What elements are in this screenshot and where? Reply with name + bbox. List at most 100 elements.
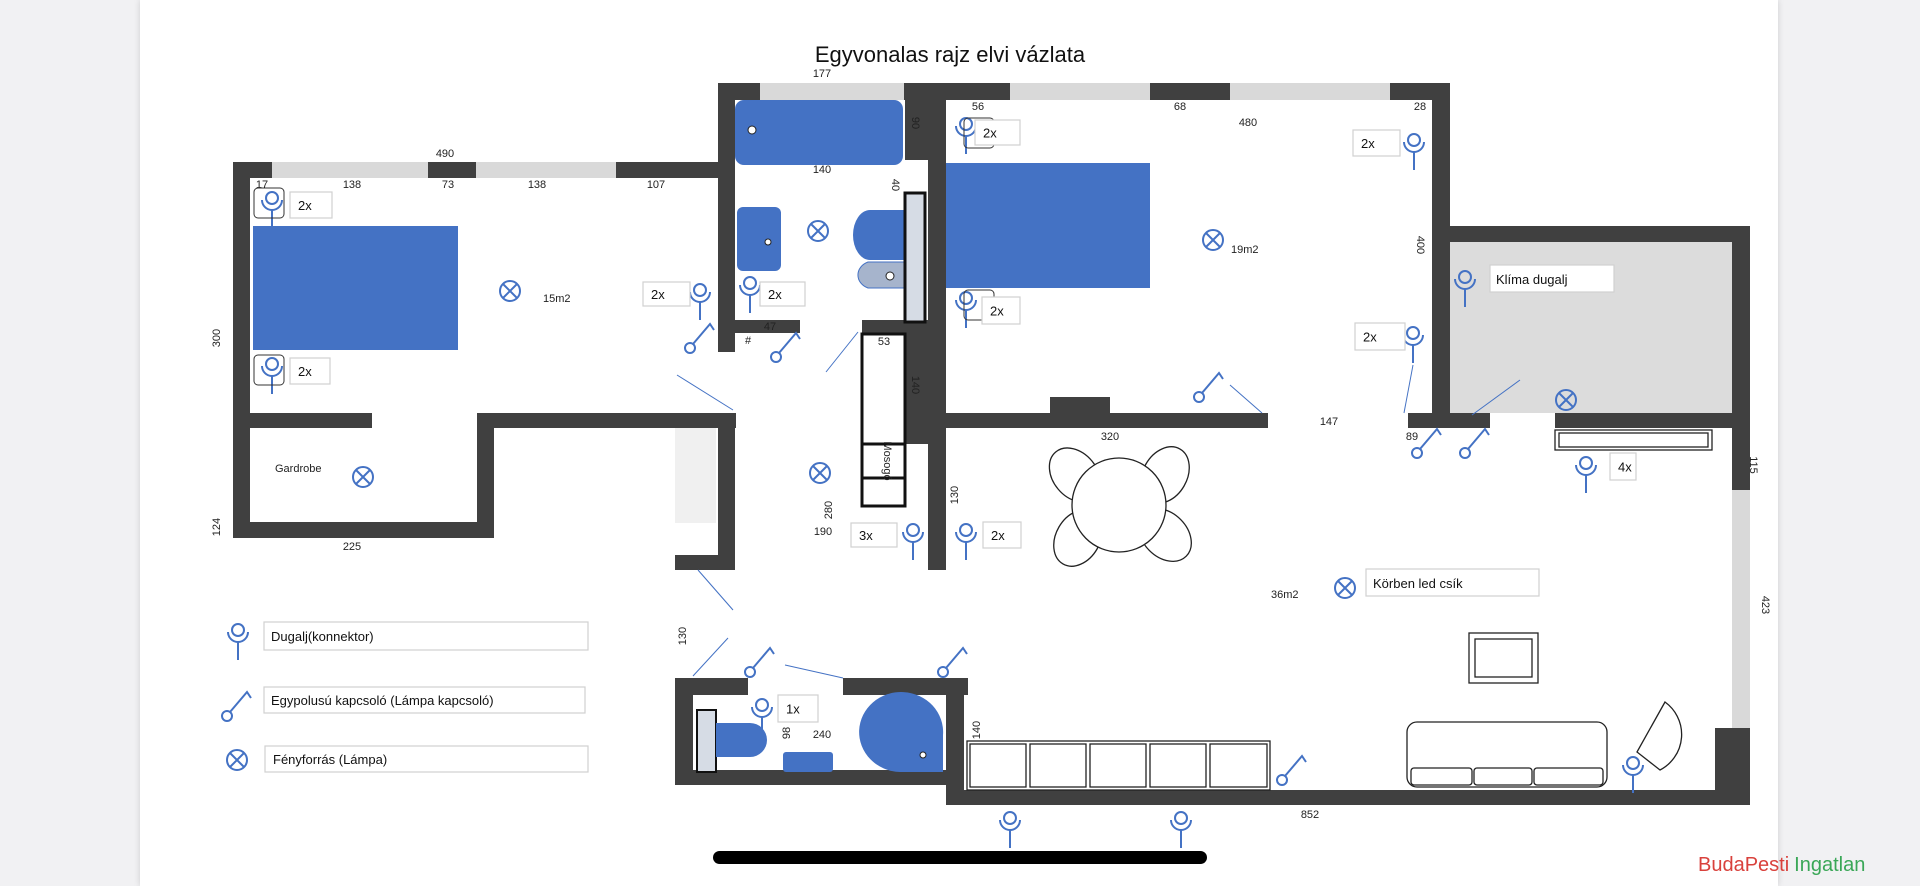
door-lines <box>676 331 1521 679</box>
socket-icon <box>1170 811 1192 848</box>
socket-icon <box>227 623 249 660</box>
dimension-label: 177 <box>813 68 831 80</box>
round-shower <box>859 692 944 772</box>
plan-title: Egyvonalas rajz elvi vázlata <box>815 42 1086 67</box>
dimension-label: 300 <box>211 329 223 347</box>
dimension-label: 115 <box>1747 456 1759 474</box>
socket-icon <box>999 811 1021 848</box>
dimension-label: 56 <box>972 101 984 113</box>
dimension-label: 225 <box>343 541 361 553</box>
socket-count: 1x <box>786 702 800 717</box>
window <box>272 162 428 178</box>
dimension-label: 852 <box>1301 809 1319 821</box>
bed-right <box>946 163 1150 288</box>
window <box>1010 83 1150 100</box>
socket-count: 2x <box>298 364 312 379</box>
dimension-label: 47 <box>764 321 776 333</box>
dimension-label: 240 <box>813 729 831 741</box>
socket-icon <box>902 523 924 560</box>
switch-icon <box>770 331 801 363</box>
bidet <box>857 261 906 289</box>
legend-lamp-label: Fényforrás (Lámpa) <box>273 752 387 767</box>
count-box <box>1352 129 1401 157</box>
socket-count: 2x <box>1361 136 1375 151</box>
dimension-label: 28 <box>1414 101 1426 113</box>
socket-count: 2x <box>298 198 312 213</box>
window <box>1732 490 1750 728</box>
dimension-label: # <box>745 335 752 347</box>
dimension-label: 490 <box>436 148 454 160</box>
switch-icon <box>1193 371 1224 403</box>
switch-icon <box>1411 427 1442 459</box>
socket-count: 2x <box>1363 330 1377 345</box>
socket-icon <box>1622 756 1644 793</box>
count-box <box>759 281 806 307</box>
klima-note-box <box>1489 264 1615 293</box>
dimension-label: 89 <box>1406 431 1418 443</box>
lamp-icon <box>807 220 829 242</box>
dimension-label: 138 <box>528 179 546 191</box>
dimension-label: 320 <box>1101 431 1119 443</box>
socket-icon <box>689 283 711 320</box>
window <box>476 162 616 178</box>
switch-icon <box>937 646 968 678</box>
lamp-icon <box>1202 229 1224 251</box>
socket-count: 2x <box>768 287 782 302</box>
socket-frame <box>253 354 285 386</box>
switch-icon <box>684 322 715 354</box>
dimension-label: 423 <box>1759 596 1771 614</box>
socket-frame <box>253 187 285 219</box>
dimension-label: 140 <box>909 376 921 394</box>
dimension-label: 147 <box>1320 416 1338 428</box>
socket-icon <box>739 276 761 313</box>
socket-icon <box>955 291 977 328</box>
socket-icon <box>261 357 283 394</box>
lamp-icon <box>352 466 374 488</box>
dimension-label: 130 <box>677 627 689 645</box>
scrollbar[interactable] <box>713 851 1207 864</box>
switch-icon <box>1459 427 1490 459</box>
lamp-icon <box>1334 577 1356 599</box>
dimension-label: 190 <box>814 526 832 538</box>
count-box <box>289 191 333 219</box>
socket-icon <box>751 698 773 735</box>
lamp-icon <box>226 749 248 771</box>
dimension-label: 73 <box>442 179 454 191</box>
dimension-label: 130 <box>949 486 961 504</box>
count-box <box>982 521 1022 549</box>
area-bedroom-left: 15m2 <box>543 293 571 305</box>
count-box <box>777 694 819 723</box>
furniture: Mosogó <box>253 100 1713 791</box>
window <box>1230 83 1390 100</box>
socket-count: 3x <box>859 528 873 543</box>
area-living: 36m2 <box>1271 589 1299 601</box>
wc-cabinet <box>696 709 717 773</box>
kitchen-cabinets <box>966 740 1271 791</box>
led-note-box <box>1365 568 1540 597</box>
toilet <box>853 210 905 260</box>
gardrobe-label: Gardrobe <box>275 463 321 475</box>
dimension-label: 53 <box>878 336 890 348</box>
lamp-icon <box>809 462 831 484</box>
count-box <box>289 357 331 385</box>
legend-switch-label: Egypolusú kapcsoló (Lámpa kapcsoló) <box>271 693 494 708</box>
dimension-label: 124 <box>211 518 223 536</box>
dining-table <box>1048 446 1192 567</box>
lamp-icon <box>1555 389 1577 411</box>
socket-icon <box>1454 270 1476 307</box>
socket-count: 2x <box>991 528 1005 543</box>
legend-socket-label: Dugalj(konnektor) <box>271 629 374 644</box>
dimension-label: 107 <box>647 179 665 191</box>
tall-cabinet <box>903 191 927 324</box>
count-box <box>974 119 1021 146</box>
dimension-label: 40 <box>889 179 901 191</box>
klima-note: Klíma dugalj <box>1496 272 1568 287</box>
sink <box>737 207 781 271</box>
count-box <box>1609 452 1637 481</box>
dimension-label: 98 <box>781 727 793 739</box>
dimension-label: 140 <box>971 721 983 739</box>
sink-label: Mosogó <box>881 441 893 480</box>
socket-icon <box>1402 326 1424 363</box>
